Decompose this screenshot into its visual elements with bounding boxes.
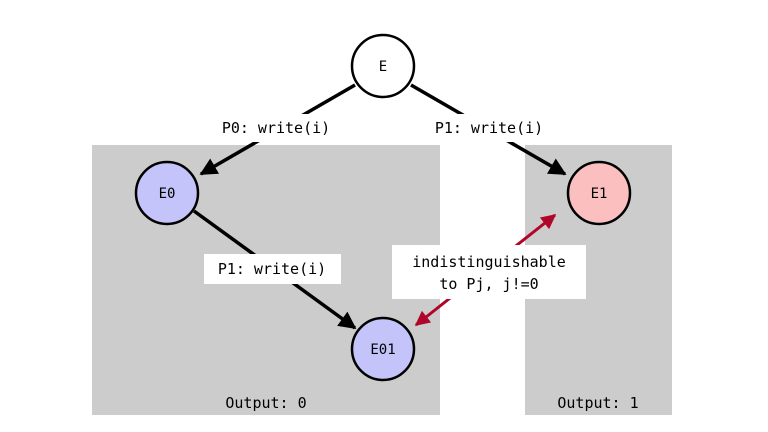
annotation-line-1: indistinguishable — [412, 253, 566, 271]
node-e0-label: E0 — [159, 186, 176, 202]
edge-label-p0-write: P0: write(i) — [222, 119, 330, 137]
edge-label-bg-p0 — [205, 114, 347, 142]
output-label-right: Output: 1 — [557, 394, 638, 412]
edge-label-p1-write-second: P1: write(i) — [218, 260, 326, 278]
node-e: E — [350, 33, 416, 99]
node-e1: E1 — [566, 160, 632, 226]
annotation-line-2: to Pj, j!=0 — [439, 275, 538, 293]
node-e0: E0 — [134, 160, 200, 226]
edge-label-bg-p1-second — [204, 254, 341, 284]
output-label-left: Output: 0 — [225, 394, 306, 412]
node-e01: E01 — [350, 316, 416, 382]
node-e01-label: E01 — [370, 342, 395, 358]
node-e1-label: E1 — [591, 186, 608, 202]
node-e-label: E — [379, 59, 387, 75]
edge-label-bg-p1 — [418, 114, 560, 142]
annotation-box — [392, 245, 586, 299]
edge-label-p1-write: P1: write(i) — [435, 119, 543, 137]
